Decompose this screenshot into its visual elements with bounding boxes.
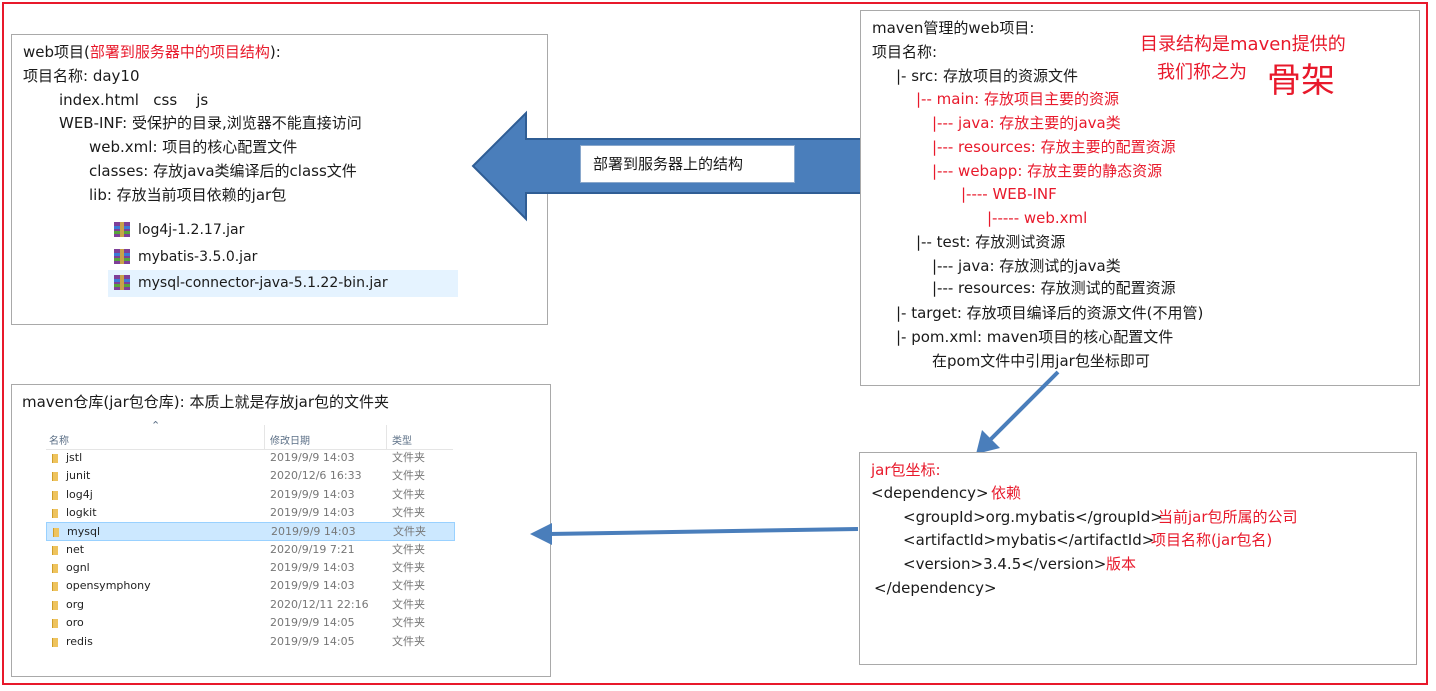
version-tag: <version>3.4.5</version> — [903, 555, 1107, 573]
tree-target: |- target: 存放项目编译后的资源文件(不用管) — [896, 304, 1204, 322]
column-divider — [386, 425, 387, 449]
folder-icon — [52, 491, 58, 500]
folder-icon — [52, 454, 58, 463]
jar-name: log4j-1.2.17.jar — [138, 222, 245, 238]
jar-name: mysql-connector-java-5.1.22-bin.jar — [138, 275, 388, 291]
web-line-webinf: WEB-INF: 受保护的目录,浏览器不能直接访问 — [59, 114, 362, 132]
artifact-id-tag: <artifactId>mybatis</artifactId> — [903, 531, 1155, 549]
folder-icon — [52, 638, 58, 647]
explorer-header: 名称 ⌃ 修改日期 类型 — [46, 419, 453, 450]
column-header-name[interactable]: 名称 — [49, 436, 69, 447]
tree-main: |-- main: 存放项目主要的资源 — [916, 90, 1119, 108]
web-box-title: web项目(部署到服务器中的项目结构): — [23, 43, 281, 61]
coord-title: jar包坐标: — [871, 461, 941, 479]
tree-src: |- src: 存放项目的资源文件 — [896, 67, 1078, 85]
tree-webxml: |----- web.xml — [987, 209, 1088, 227]
column-header-date[interactable]: 修改日期 — [270, 436, 310, 447]
repo-arrow — [530, 523, 859, 545]
folder-icon — [52, 472, 58, 481]
archive-icon — [114, 275, 130, 290]
folder-icon — [52, 509, 58, 518]
tree-pom-note: 在pom文件中引用jar包坐标即可 — [932, 352, 1150, 370]
tree-webapp: |--- webapp: 存放主要的静态资源 — [932, 162, 1163, 180]
maven-box-title: maven管理的web项目: — [872, 19, 1035, 37]
skeleton-note-line1: 目录结构是maven提供的 — [1140, 34, 1346, 55]
deploy-arrow-label-box: 部署到服务器上的结构 — [580, 145, 795, 183]
web-line-static: index.html css js — [59, 91, 209, 109]
web-line-lib: lib: 存放当前项目依赖的jar包 — [89, 186, 287, 204]
maven-repo-box: maven仓库(jar包仓库): 本质上就是存放jar包的文件夹 名称 ⌃ 修改… — [11, 384, 551, 677]
sort-ascending-icon: ⌃ — [151, 419, 161, 432]
tree-test-java: |--- java: 存放测试的java类 — [932, 257, 1121, 275]
jar-list-item-selected[interactable]: mysql-connector-java-5.1.22-bin.jar — [108, 270, 458, 297]
tree-webinf: |---- WEB-INF — [961, 185, 1057, 203]
tree-pom: |- pom.xml: maven项目的核心配置文件 — [896, 328, 1174, 346]
maven-project-name: 项目名称: — [872, 43, 938, 61]
artifact-id-note: 项目名称(jar包名) — [1151, 531, 1273, 549]
web-line-webxml: web.xml: 项目的核心配置文件 — [89, 138, 298, 156]
column-header-type[interactable]: 类型 — [392, 436, 412, 447]
web-line-classes: classes: 存放java类编译后的class文件 — [89, 162, 357, 180]
tree-test: |-- test: 存放测试资源 — [916, 233, 1066, 251]
skeleton-note-big: 骨架 — [1267, 61, 1335, 101]
jar-name: mybatis-3.5.0.jar — [138, 249, 258, 265]
jar-list-item[interactable]: log4j-1.2.17.jar — [108, 217, 458, 244]
folder-icon — [52, 546, 58, 555]
web-project-box: web项目(部署到服务器中的项目结构): 项目名称: day10 index.h… — [11, 34, 548, 325]
coord-arrow — [976, 370, 1060, 454]
tree-main-resources: |--- resources: 存放主要的配置资源 — [932, 138, 1176, 156]
tree-test-resources: |--- resources: 存放测试的配置资源 — [932, 279, 1176, 297]
column-divider — [264, 425, 265, 449]
folder-icon — [53, 528, 59, 537]
version-note: 版本 — [1106, 555, 1137, 573]
group-id-note: 当前jar包所属的公司 — [1158, 508, 1298, 526]
jar-coordinate-box: jar包坐标: <dependency> 依赖 <groupId>org.myb… — [859, 452, 1417, 665]
web-project-name: 项目名称: day10 — [23, 67, 140, 85]
folder-icon — [52, 601, 58, 610]
dependency-open-tag: <dependency> — [871, 484, 989, 502]
folder-icon — [52, 582, 58, 591]
tree-main-java: |--- java: 存放主要的java类 — [932, 114, 1121, 132]
jar-list-item[interactable]: mybatis-3.5.0.jar — [108, 244, 458, 271]
repo-box-title: maven仓库(jar包仓库): 本质上就是存放jar包的文件夹 — [22, 393, 389, 411]
folder-icon — [52, 564, 58, 573]
folder-icon — [52, 619, 58, 628]
maven-project-box: maven管理的web项目: 项目名称: |- src: 存放项目的资源文件 |… — [860, 10, 1420, 386]
skeleton-note-line2: 我们称之为 — [1157, 62, 1247, 83]
dependency-note: 依赖 — [991, 484, 1022, 502]
archive-icon — [114, 249, 130, 264]
deploy-arrow-label: 部署到服务器上的结构 — [593, 155, 744, 173]
dependency-close-tag: </dependency> — [874, 579, 997, 597]
archive-icon — [114, 222, 130, 237]
group-id-tag: <groupId>org.mybatis</groupId> — [903, 508, 1163, 526]
